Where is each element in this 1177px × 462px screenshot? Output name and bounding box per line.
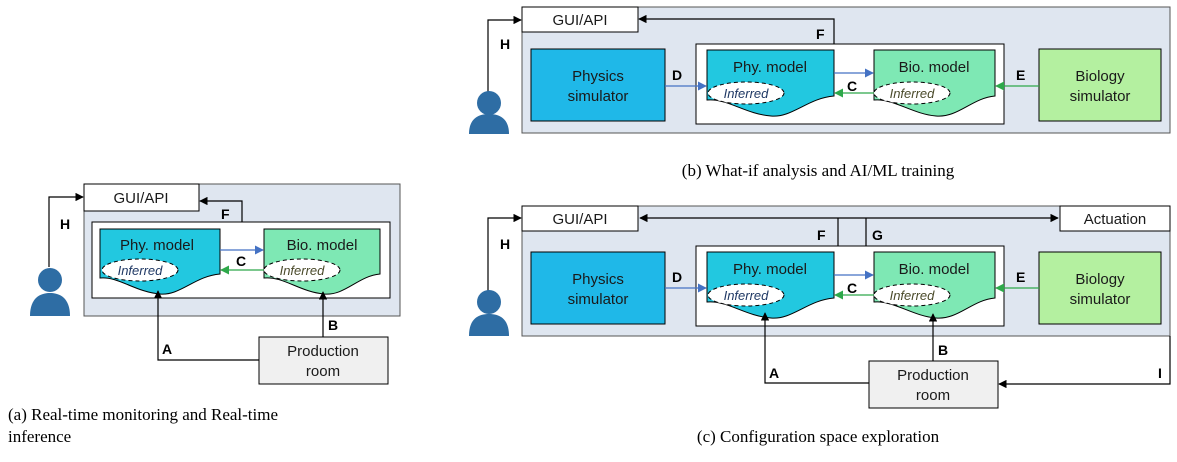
panel-a-production-line1: Production <box>287 343 359 360</box>
panel-b-bio-inferred-label: Inferred <box>890 86 936 101</box>
panel-b-physics-simulator <box>530 48 666 122</box>
panel-a: GUI/API Phy. model Inferred Bio. model I… <box>8 183 401 446</box>
panel-b-connector-f <box>638 14 835 44</box>
panel-c-production-line1: Production <box>897 367 969 384</box>
panel-a-caption-line1: (a) Real-time monitoring and Real-time <box>8 405 278 424</box>
panel-a-label-f: F <box>221 206 230 222</box>
panel-a-connector-a <box>153 290 259 361</box>
panel-a-label-b: B <box>328 317 338 333</box>
panel-a-phy-inferred-label: Inferred <box>118 263 164 278</box>
panel-c-label-a: A <box>769 365 779 381</box>
panel-a-label-c: C <box>236 253 246 269</box>
panel-c-physics-line2: simulator <box>568 291 629 308</box>
panel-a-label-a: A <box>162 341 172 357</box>
panel-c-label-c: C <box>847 280 857 296</box>
panel-b-gui-box <box>521 6 639 33</box>
panel-c-bio-inferred-ellipse <box>873 283 951 307</box>
panel-b-label-h: H <box>500 36 510 52</box>
panel-a-bio-inferred-label: Inferred <box>280 263 326 278</box>
panel-b-label-d: D <box>672 67 682 83</box>
panel-b-biology-line1: Biology <box>1075 68 1125 85</box>
panel-c-label-i: I <box>1158 365 1162 381</box>
panel-c-label-e: E <box>1016 269 1025 285</box>
panel-b-label-e: E <box>1016 67 1025 83</box>
panel-b-phy-model-label: Phy. model <box>733 59 807 76</box>
panel-a-production-line2: room <box>306 363 340 380</box>
panel-c-phy-inferred-label: Inferred <box>724 288 770 303</box>
panel-c-connector-i <box>998 336 1171 389</box>
panel-c-biology-line2: simulator <box>1070 291 1131 308</box>
panel-b: GUI/API Physics simulator Phy. model Inf… <box>469 6 1171 180</box>
panel-b-physics-line2: simulator <box>568 88 629 105</box>
panel-b-caption: (b) What-if analysis and AI/ML training <box>682 161 955 180</box>
panel-c-phy-model-label: Phy. model <box>733 261 807 278</box>
panel-b-bio-model-label: Bio. model <box>899 59 970 76</box>
panel-c-label-f: F <box>817 227 826 243</box>
panel-c-bio-inferred-label: Inferred <box>890 288 936 303</box>
panel-a-gui-box <box>83 183 200 212</box>
panel-c: GUI/API Actuation Physics simulator Phy.… <box>469 205 1171 446</box>
panel-a-phy-model-label: Phy. model <box>120 237 194 254</box>
panel-c-biology-simulator <box>1038 251 1162 325</box>
panel-c-phy-inferred-ellipse <box>707 283 785 307</box>
panel-c-actuation-box <box>1059 205 1171 232</box>
panel-a-user-icon <box>30 268 70 316</box>
panel-a-caption-line2: inference <box>8 427 71 446</box>
panel-b-connector-h <box>487 15 522 92</box>
panel-b-user-icon <box>469 91 509 134</box>
panel-c-label-h: H <box>500 236 510 252</box>
panel-c-label-b: B <box>938 342 948 358</box>
panel-c-gui-label: GUI/API <box>552 211 607 228</box>
panel-a-label-h: H <box>60 216 70 232</box>
panel-a-connector-f <box>199 196 243 222</box>
panel-c-production-line2: room <box>916 387 950 404</box>
panel-c-gui-box <box>521 205 639 232</box>
panel-a-production-room <box>258 336 389 385</box>
panel-c-physics-simulator <box>530 251 666 325</box>
panel-b-label-c: C <box>847 78 857 94</box>
panel-a-bio-inferred-ellipse <box>263 258 341 282</box>
panel-a-connector-h <box>48 192 84 267</box>
panel-c-connector-h <box>487 213 522 291</box>
panel-c-label-g: G <box>872 227 883 243</box>
panel-c-physics-line1: Physics <box>572 271 624 288</box>
panel-b-gui-label: GUI/API <box>552 12 607 29</box>
panel-b-biology-line2: simulator <box>1070 88 1131 105</box>
panel-b-phy-inferred-ellipse <box>707 81 785 105</box>
panel-c-connector-a <box>760 312 869 384</box>
panel-b-label-f: F <box>816 26 825 42</box>
panel-b-bio-inferred-ellipse <box>873 81 951 105</box>
panel-c-biology-line1: Biology <box>1075 271 1125 288</box>
panel-a-gui-label: GUI/API <box>113 190 168 207</box>
panel-b-physics-line1: Physics <box>572 68 624 85</box>
panel-b-biology-simulator <box>1038 48 1162 122</box>
panel-a-phy-inferred-ellipse <box>101 258 179 282</box>
panel-c-bio-model-label: Bio. model <box>899 261 970 278</box>
panel-c-actuation-label: Actuation <box>1084 211 1147 228</box>
panel-c-caption: (c) Configuration space exploration <box>697 427 940 446</box>
panel-b-phy-inferred-label: Inferred <box>724 86 770 101</box>
panel-c-production-room <box>868 360 999 409</box>
panel-c-user-icon <box>469 290 509 336</box>
panel-a-bio-model-label: Bio. model <box>287 237 358 254</box>
panel-c-label-d: D <box>672 269 682 285</box>
